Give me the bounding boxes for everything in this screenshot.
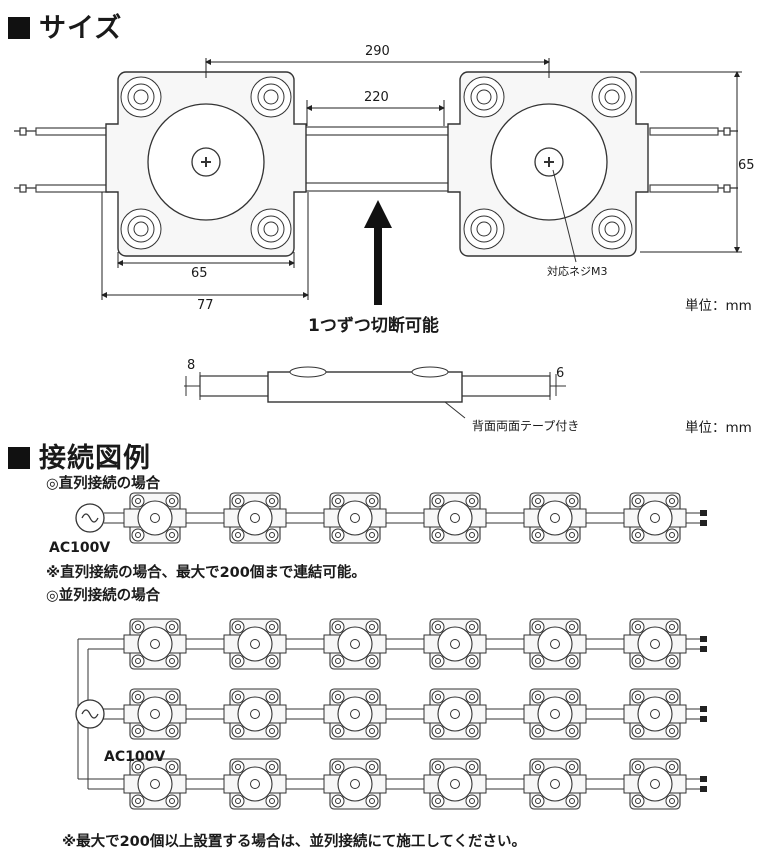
series-label: ◎直列接続の場合 bbox=[46, 476, 161, 492]
top-view-drawing bbox=[14, 58, 742, 305]
led-module-small bbox=[423, 492, 487, 544]
led-module-small bbox=[623, 492, 687, 544]
wire-terminal bbox=[700, 636, 707, 642]
wire-terminal bbox=[700, 646, 707, 652]
led-module-small bbox=[223, 758, 287, 810]
square-bullet-icon bbox=[8, 447, 30, 469]
size-heading: サイズ bbox=[8, 6, 122, 45]
unit-label-side: 単位：mm bbox=[685, 420, 752, 436]
led-module-left bbox=[105, 71, 307, 257]
led-module-small bbox=[423, 618, 487, 670]
size-heading-text: サイズ bbox=[39, 13, 123, 44]
led-module-small bbox=[523, 618, 587, 670]
ac-source-icon bbox=[75, 699, 105, 729]
wire-terminal bbox=[700, 520, 707, 526]
series-diagram bbox=[75, 492, 707, 544]
led-module-small bbox=[623, 688, 687, 740]
cut-label: 1つずつ切断可能 bbox=[308, 316, 439, 336]
series-note: ※直列接続の場合、最大で200個まで連結可能。 bbox=[46, 565, 366, 581]
wire-terminal bbox=[700, 706, 707, 712]
wiring-heading-text: 接続図例 bbox=[39, 443, 151, 474]
side-view-drawing bbox=[184, 366, 566, 419]
led-module-small bbox=[523, 492, 587, 544]
led-module-small bbox=[123, 758, 187, 810]
dim-65-vertical-label: 65 bbox=[738, 158, 755, 173]
led-module-small bbox=[323, 618, 387, 670]
footer-note: ※最大で200個以上設置する場合は、並列接続にて施工してください。 bbox=[62, 834, 526, 850]
dim-77-label: 77 bbox=[197, 298, 214, 313]
tape-label: 背面両面テープ付き bbox=[472, 419, 580, 433]
series-ac-label: AC100V bbox=[49, 540, 111, 556]
led-module-small bbox=[523, 758, 587, 810]
parallel-diagram bbox=[75, 618, 707, 810]
led-module-small bbox=[623, 758, 687, 810]
led-module-small bbox=[423, 758, 487, 810]
dim-290-label: 290 bbox=[365, 44, 390, 59]
led-module-small bbox=[123, 618, 187, 670]
led-module-small bbox=[323, 688, 387, 740]
side-dim-6-label: 6 bbox=[556, 366, 565, 381]
dim-65-horizontal-label: 65 bbox=[191, 266, 208, 281]
led-module-small bbox=[123, 688, 187, 740]
led-module-small bbox=[223, 618, 287, 670]
square-bullet-icon bbox=[8, 17, 30, 39]
led-module-small bbox=[123, 492, 187, 544]
dim-220-label: 220 bbox=[364, 90, 389, 105]
led-module-small bbox=[223, 492, 287, 544]
led-module-small bbox=[423, 688, 487, 740]
led-module-small bbox=[323, 758, 387, 810]
wire-terminals bbox=[14, 127, 738, 193]
wire-terminal bbox=[700, 510, 707, 516]
parallel-ac-label: AC100V bbox=[104, 749, 166, 765]
unit-label-top: 単位：mm bbox=[685, 298, 752, 314]
led-module-small bbox=[623, 618, 687, 670]
parallel-label: ◎並列接続の場合 bbox=[46, 588, 161, 604]
cut-arrow-icon bbox=[364, 200, 392, 305]
wiring-heading: 接続図例 bbox=[8, 436, 151, 475]
led-module-small bbox=[523, 688, 587, 740]
side-dim-8-label: 8 bbox=[187, 358, 196, 373]
led-module-right bbox=[447, 71, 649, 263]
wire-terminal bbox=[700, 776, 707, 782]
wire-terminal bbox=[700, 716, 707, 722]
led-module-small bbox=[323, 492, 387, 544]
dimension-lines bbox=[101, 58, 742, 300]
led-module-small bbox=[223, 688, 287, 740]
wire-terminal bbox=[700, 786, 707, 792]
ac-source-icon bbox=[75, 503, 105, 533]
screw-label: 対応ネジM3 bbox=[547, 265, 608, 278]
